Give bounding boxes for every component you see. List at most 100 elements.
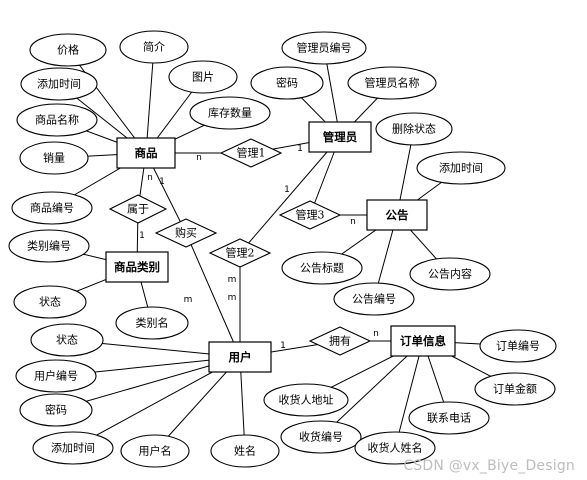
attribute-label: 公告标题 [300, 261, 344, 275]
attribute-ellipse [409, 257, 491, 291]
relationship-diamond [208, 238, 272, 268]
attribute-ellipse [115, 306, 189, 340]
attribute-label: 订单编号 [496, 339, 540, 353]
relationship-manage3: 管理3 [278, 200, 342, 230]
edge-order-o_rname [394, 340, 424, 449]
relationship-label: 管理1 [237, 146, 266, 160]
attribute-ellipse [19, 141, 89, 175]
entity-user: 用户 [208, 341, 272, 373]
attribute-n_content: 公告内容 [409, 257, 491, 291]
attribute-ellipse [19, 393, 93, 427]
cardinality-label: 1 [297, 144, 303, 154]
relationship-belong: 属于 [108, 194, 168, 224]
entity-notice: 公告 [366, 199, 428, 231]
entity-box [208, 341, 272, 373]
attribute-ellipse [354, 431, 436, 465]
attribute-label: 公告内容 [428, 267, 472, 281]
attribute-ellipse [479, 329, 557, 363]
attribute-o_amount: 订单金额 [474, 372, 556, 406]
attribute-g_intro: 简介 [119, 30, 189, 64]
relationship-diamond [278, 200, 342, 230]
entity-label: 商品类别 [114, 260, 160, 274]
attribute-label: 图片 [192, 71, 214, 84]
entity-order: 订单信息 [390, 325, 456, 357]
attribute-ellipse [189, 96, 271, 130]
attribute-c_name: 类别名 [115, 306, 189, 340]
relationship-label: 管理2 [226, 246, 255, 260]
entity-label: 用户 [228, 350, 252, 364]
attribute-g_stock: 库存数量 [189, 96, 271, 130]
cardinality-label: n [373, 329, 379, 339]
attribute-n_del: 删除状态 [375, 112, 453, 146]
attribute-label: 状态 [39, 295, 61, 309]
attribute-ellipse [281, 251, 363, 285]
cardinality-label: 1 [159, 177, 165, 187]
cardinality-label: n [147, 173, 153, 183]
cardinality-label: 1 [280, 341, 286, 351]
cardinality-label: m [228, 293, 237, 303]
attribute-g_pic: 图片 [168, 60, 238, 94]
attribute-o_rno: 收货编号 [280, 420, 362, 454]
attribute-label: 商品名称 [35, 113, 79, 127]
relationship-label: 管理3 [296, 208, 325, 222]
attribute-ellipse [15, 359, 97, 393]
attribute-label: 类别编号 [27, 239, 71, 253]
attribute-ellipse [16, 103, 98, 137]
entity-box [105, 251, 169, 283]
relationship-label: 购买 [175, 226, 197, 240]
entity-category: 商品类别 [105, 251, 169, 283]
attribute-u_status: 状态 [30, 323, 104, 357]
entity-box [116, 137, 176, 169]
attribute-ellipse [168, 60, 238, 94]
attribute-o_phone: 联系电话 [408, 401, 490, 435]
attribute-g_price: 价格 [29, 33, 107, 67]
attribute-n_title: 公告标题 [281, 251, 363, 285]
attribute-ellipse [29, 33, 107, 67]
relationship-own: 拥有 [308, 326, 372, 356]
entity-box [308, 121, 372, 153]
attribute-ellipse [11, 191, 93, 225]
attribute-n_no: 公告编号 [333, 282, 415, 316]
attribute-label: 密码 [45, 403, 67, 417]
entity-label: 订单信息 [400, 334, 446, 348]
attribute-label: 密码 [276, 76, 298, 90]
entity-label: 公告 [386, 208, 409, 222]
attribute-label: 用户名 [139, 444, 172, 458]
attribute-ellipse [120, 434, 190, 468]
attribute-g_sales: 销量 [19, 141, 89, 175]
edge-user-u_name [154, 356, 241, 452]
entity-box [366, 199, 428, 231]
attribute-label: 类别名 [136, 316, 169, 330]
cardinality-label: 1 [284, 185, 290, 195]
relationship-buy: 购买 [154, 218, 218, 248]
attribute-label: 管理员编号 [297, 41, 352, 55]
attribute-ellipse [375, 112, 453, 146]
attribute-ellipse [474, 372, 556, 406]
attribute-u_no: 用户编号 [15, 359, 97, 393]
attribute-ellipse [263, 383, 349, 417]
edge-buy-user [185, 232, 241, 358]
attribute-label: 收货人姓名 [368, 441, 423, 455]
attribute-a_pwd: 密码 [250, 66, 324, 100]
cardinality-label: m [228, 275, 237, 285]
attribute-c_status: 状态 [13, 285, 87, 319]
edge-admin-manage2 [239, 136, 341, 254]
attribute-label: 姓名 [234, 444, 256, 458]
attribute-g_addtime: 添加时间 [20, 67, 98, 101]
cardinality-label: 1 [139, 231, 145, 241]
attribute-label: 添加时间 [439, 161, 483, 175]
relationship-diamond [108, 194, 168, 224]
attribute-ellipse [408, 401, 490, 435]
attribute-ellipse [30, 323, 104, 357]
attribute-label: 订单金额 [493, 382, 537, 396]
attribute-label: 用户编号 [34, 369, 78, 383]
attribute-label: 销量 [43, 151, 65, 165]
attribute-ellipse [416, 151, 506, 185]
attribute-o_no: 订单编号 [479, 329, 557, 363]
attribute-label: 库存数量 [208, 106, 252, 120]
attribute-label: 添加时间 [51, 441, 95, 455]
entity-admin: 管理员 [308, 121, 372, 153]
relationship-label: 拥有 [329, 334, 351, 348]
attribute-label: 简介 [143, 40, 165, 54]
